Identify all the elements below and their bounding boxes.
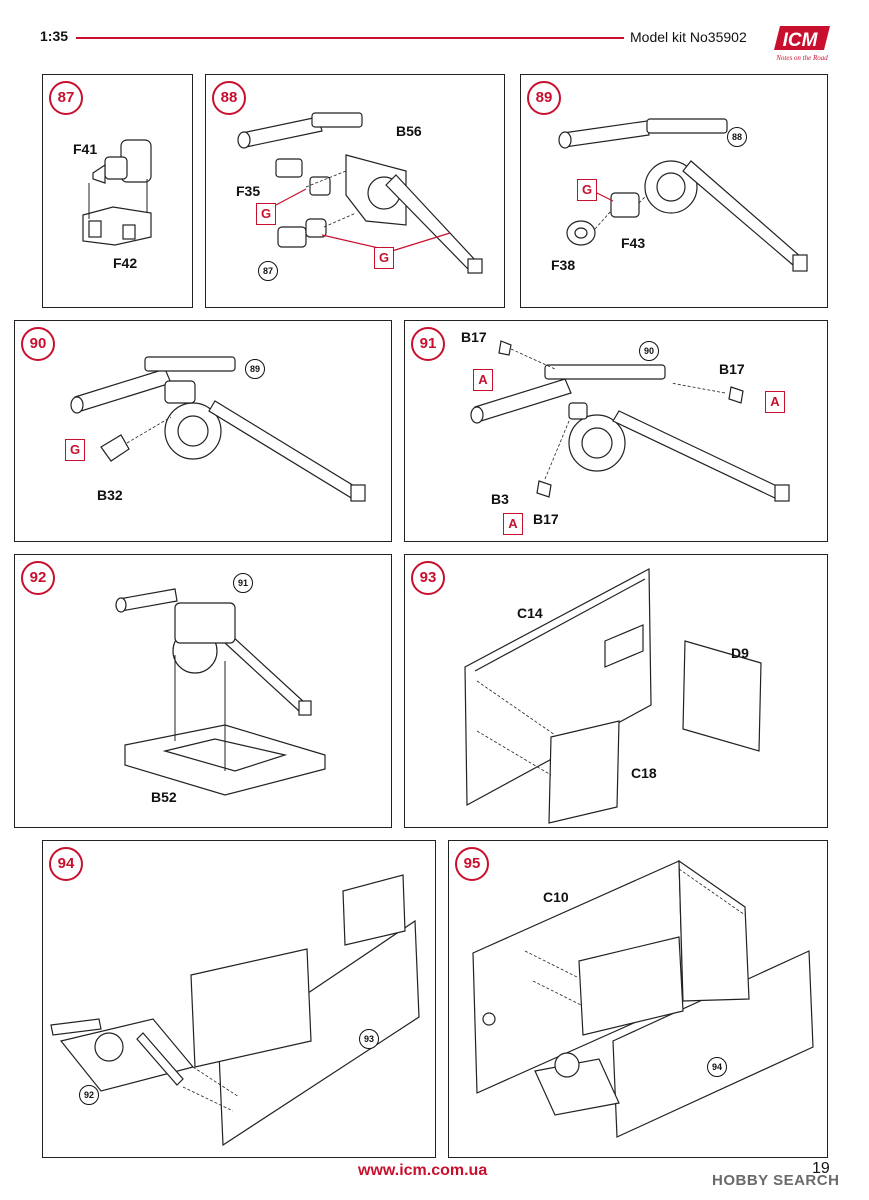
glue-mark-a: A <box>503 513 523 535</box>
step-90-panel: 90 89 B32 G <box>14 320 392 542</box>
step-94-number: 94 <box>49 847 83 881</box>
step-ref-92: 92 <box>79 1085 99 1105</box>
step-88-panel: 88 B56 F35 87 G G <box>205 74 505 308</box>
step-90-drawing <box>70 356 366 502</box>
part-label-f35: F35 <box>236 183 261 199</box>
part-label-b32: B32 <box>97 487 123 503</box>
glue-mark-a: A <box>473 369 493 391</box>
step-94-panel: 94 93 92 <box>42 840 436 1158</box>
svg-text:ICM: ICM <box>783 30 819 51</box>
part-label-b3: B3 <box>491 491 509 507</box>
step-ref-91: 91 <box>233 573 253 593</box>
part-label-b17: B17 <box>719 361 745 377</box>
step-93-panel: 93 C14 D9 C18 <box>404 554 828 828</box>
step-93-number: 93 <box>411 561 445 595</box>
part-label-c10: C10 <box>543 889 569 905</box>
step-90-number: 90 <box>21 327 55 361</box>
step-87-panel: 87 F41 F42 <box>42 74 193 308</box>
part-label-f42: F42 <box>113 255 138 271</box>
step-92-panel: 92 91 B52 <box>14 554 392 828</box>
step-91-panel: 91 B17 B17 B3 B17 90 A A A <box>404 320 828 542</box>
part-label-c18: C18 <box>631 765 657 781</box>
part-label-f43: F43 <box>621 235 646 251</box>
step-94-drawing <box>50 874 420 1147</box>
step-ref-89: 89 <box>245 359 265 379</box>
step-87-number: 87 <box>49 81 83 115</box>
step-95-panel: 95 C10 94 <box>448 840 828 1158</box>
hobby-search-watermark: HOBBY SEARCH <box>712 1172 840 1189</box>
step-95-number: 95 <box>455 847 489 881</box>
glue-mark-a: A <box>765 391 785 413</box>
step-93-drawing <box>464 568 762 824</box>
part-label-d9: D9 <box>731 645 749 661</box>
glue-mark-g: G <box>374 247 394 269</box>
svg-text:Notes on the Road: Notes on the Road <box>775 54 828 62</box>
header-rule <box>76 37 624 39</box>
page-number: 19 <box>812 1160 830 1177</box>
icm-logo: ICM Notes on the Road <box>760 22 840 64</box>
step-89-number: 89 <box>527 81 561 115</box>
part-label-b17: B17 <box>533 511 559 527</box>
website-link[interactable]: www.icm.com.ua <box>358 1162 488 1179</box>
part-label-f41: F41 <box>73 141 98 157</box>
step-ref-87: 87 <box>258 261 278 281</box>
step-ref-88: 88 <box>727 127 747 147</box>
step-ref-93: 93 <box>359 1029 379 1049</box>
step-ref-90: 90 <box>639 341 659 361</box>
part-label-b17: B17 <box>461 329 487 345</box>
glue-mark-g: G <box>65 439 85 461</box>
kit-number: Model kit No35902 <box>630 29 747 45</box>
step-92-number: 92 <box>21 561 55 595</box>
part-label-c14: C14 <box>517 605 543 621</box>
step-91-number: 91 <box>411 327 445 361</box>
step-95-drawing <box>472 859 814 1138</box>
scale-label: 1:35 <box>40 28 69 44</box>
step-87-drawing <box>82 139 152 246</box>
glue-mark-g: G <box>577 179 597 201</box>
step-ref-94: 94 <box>707 1057 727 1077</box>
glue-mark-g: G <box>256 203 276 225</box>
step-91-drawing <box>470 340 790 502</box>
step-92-drawing <box>115 588 326 796</box>
step-88-drawing <box>237 112 483 274</box>
part-label-b56: B56 <box>396 123 422 139</box>
step-89-panel: 89 88 F43 F38 G <box>520 74 828 308</box>
step-88-number: 88 <box>212 81 246 115</box>
part-label-b52: B52 <box>151 789 177 805</box>
step-89-drawing <box>558 118 808 272</box>
part-label-f38: F38 <box>551 257 576 273</box>
